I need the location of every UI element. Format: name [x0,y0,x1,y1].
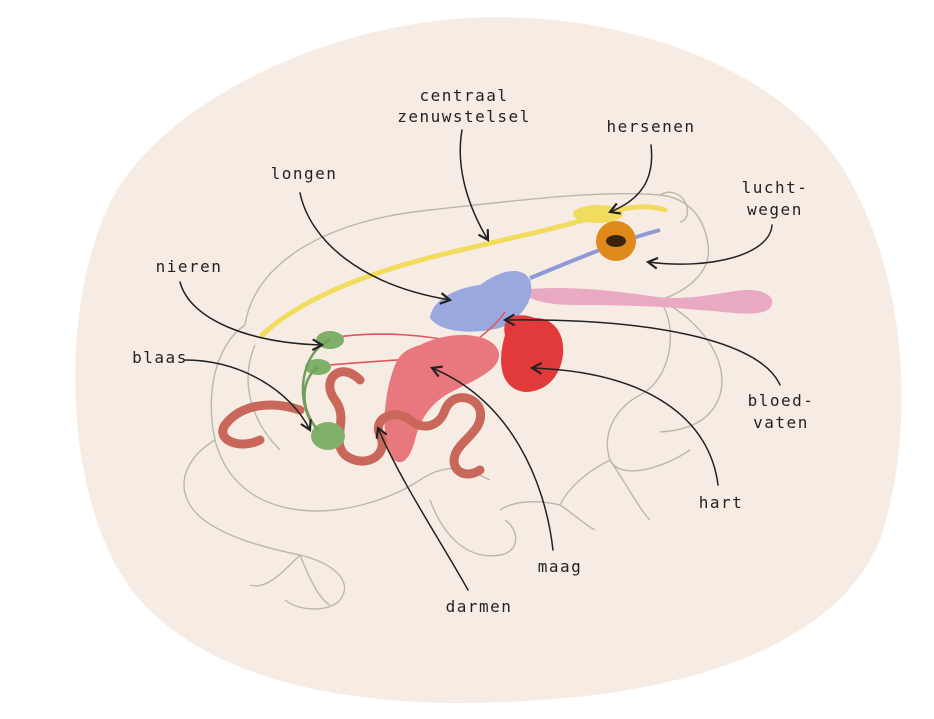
eye-pupil [606,235,626,247]
label-zenuwstelsel: zenuwstelsel [397,107,531,126]
label-maag: maag [538,557,583,576]
brain [573,205,623,223]
label-blaas: blaas [132,348,188,367]
label-wegen: wegen [747,200,803,219]
label-hersenen: hersenen [606,117,695,136]
label-centraal: centraal [419,86,508,105]
label-lucht: lucht- [742,178,809,197]
label-bloed: bloed- [748,391,815,410]
label-longen: longen [271,164,338,183]
label-nieren: nieren [156,257,223,276]
label-vaten: vaten [753,413,809,432]
label-darmen: darmen [446,597,513,616]
label-hart: hart [699,493,744,512]
